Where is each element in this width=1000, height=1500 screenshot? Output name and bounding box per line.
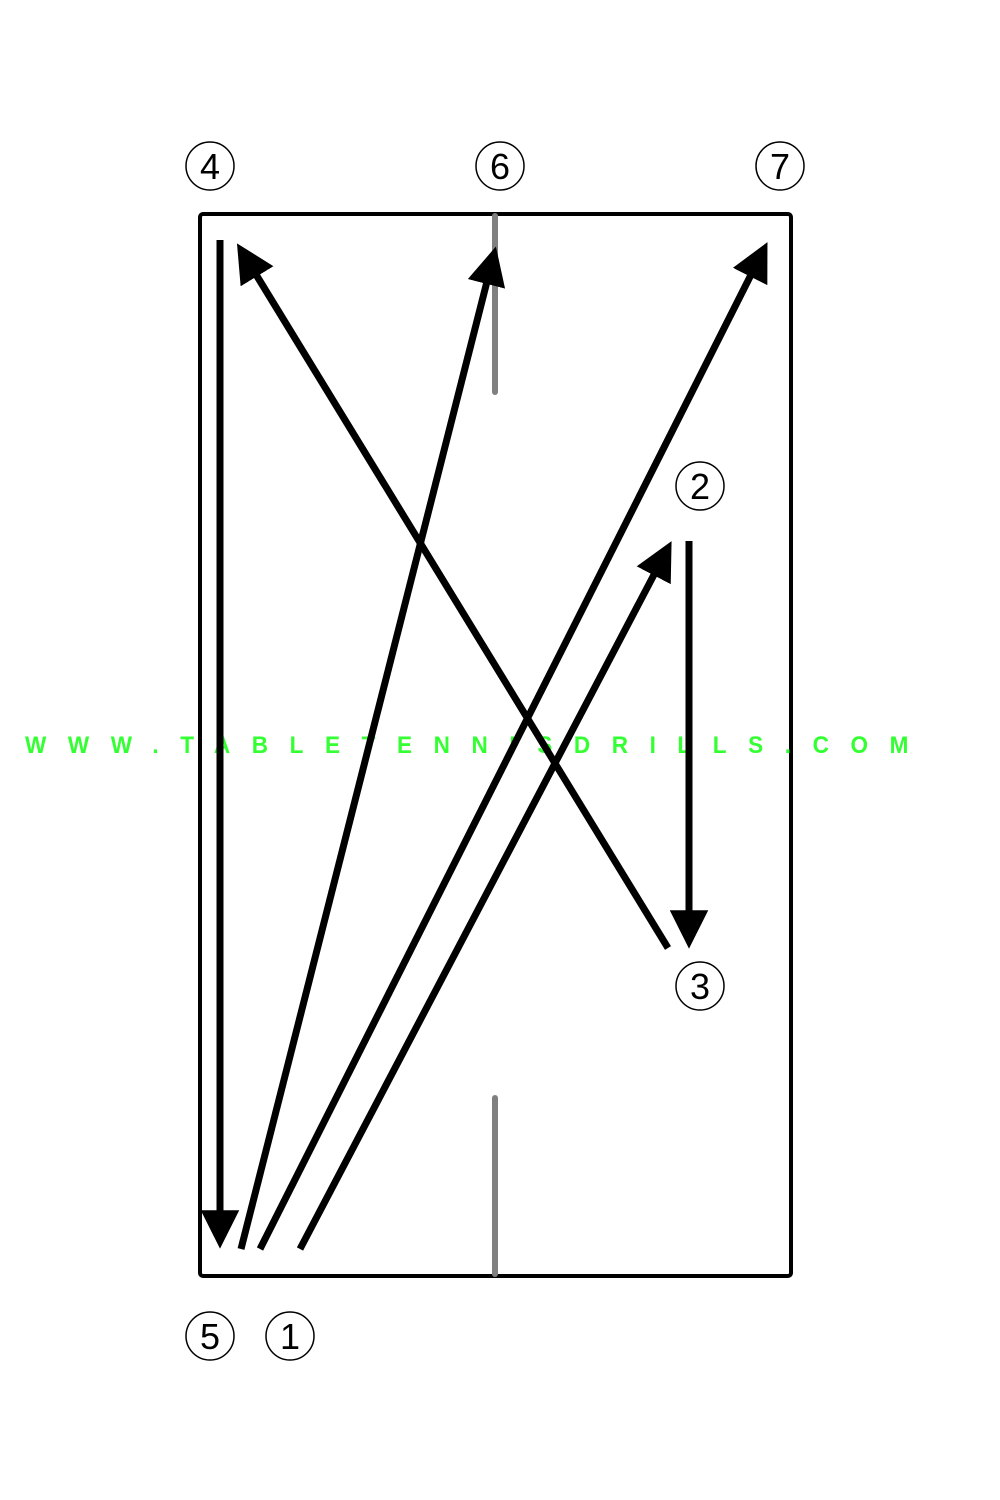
svg-text:7: 7 <box>770 146 790 187</box>
arrow-5-to-6 <box>237 246 506 1250</box>
marker-4: 4 <box>185 141 235 191</box>
marker-2: 2 <box>675 461 725 511</box>
marker-1: 1 <box>265 1311 315 1361</box>
svg-text:6: 6 <box>490 146 510 187</box>
marker-5: 5 <box>185 1311 235 1361</box>
marker-6: 6 <box>475 141 525 191</box>
svg-text:5: 5 <box>200 1316 220 1357</box>
svg-text:1: 1 <box>280 1316 300 1357</box>
svg-text:2: 2 <box>690 466 710 507</box>
arrow-3-to-4 <box>236 243 671 950</box>
marker-7: 7 <box>755 141 805 191</box>
svg-text:4: 4 <box>200 146 220 187</box>
marker-3: 3 <box>675 961 725 1011</box>
watermark-text: WWW.TABLETENNISDRILLS.COM <box>25 732 930 759</box>
arrow-5-to-7 <box>256 242 768 1251</box>
arrow-serve-to-2 <box>296 541 672 1251</box>
svg-text:3: 3 <box>690 966 710 1007</box>
